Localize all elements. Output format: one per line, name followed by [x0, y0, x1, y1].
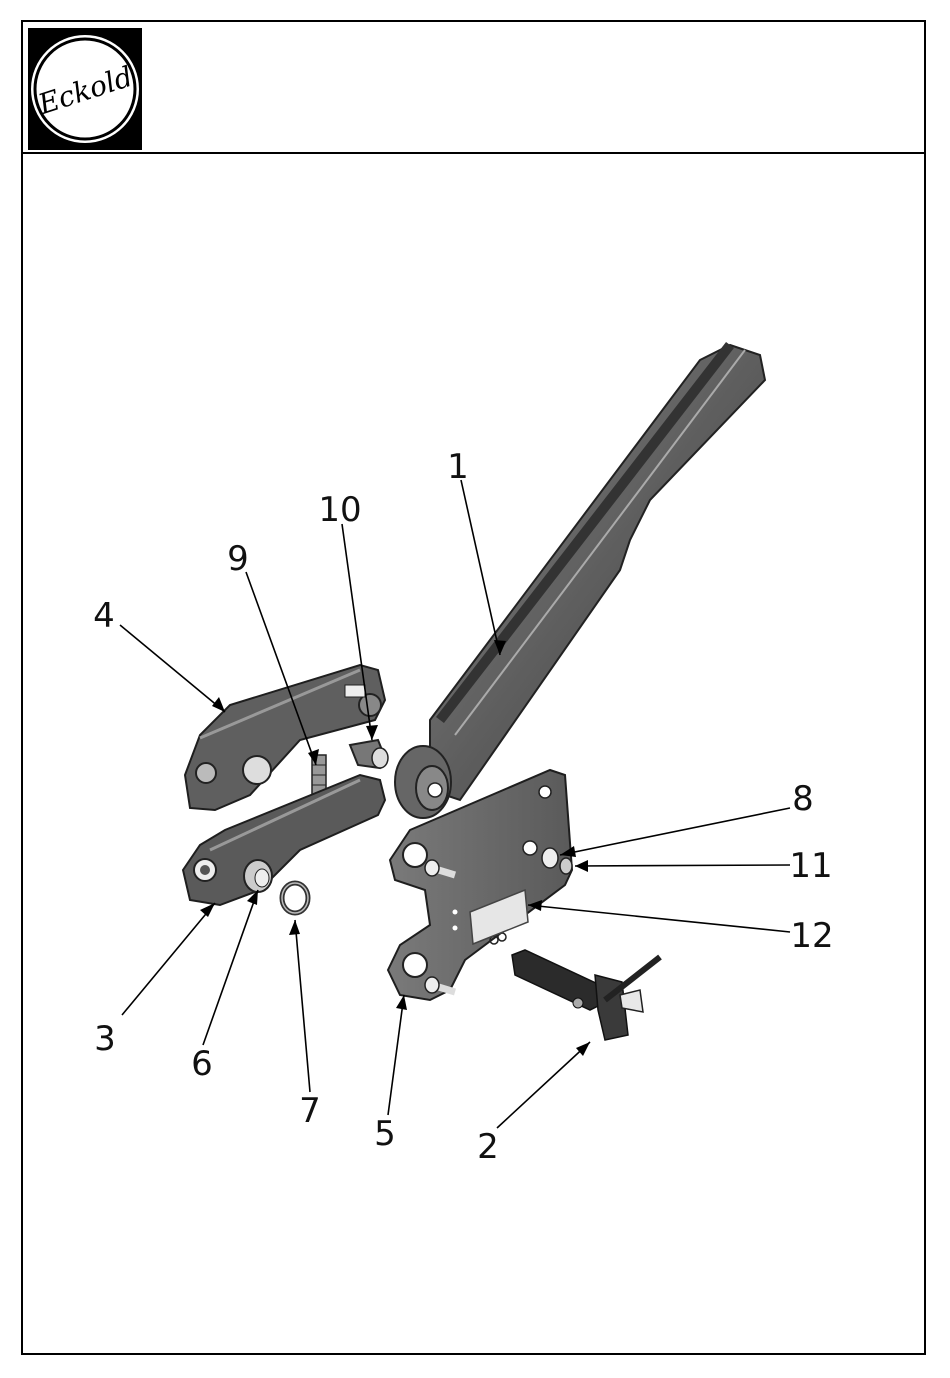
callout-1: 1: [447, 447, 469, 487]
callout-5: 5: [374, 1114, 396, 1154]
part-10-pin: [350, 740, 388, 768]
part-11-nut: [560, 858, 572, 874]
callout-7: 7: [299, 1091, 321, 1131]
callout-11: 11: [789, 846, 832, 886]
callout-8: 8: [792, 779, 814, 819]
callout-2: 2: [477, 1127, 499, 1167]
callout-4: 4: [93, 596, 115, 636]
part-6-bolt: [244, 860, 272, 892]
callout-9: 9: [227, 539, 249, 579]
part-7-washer: [282, 883, 308, 913]
callout-6: 6: [191, 1044, 213, 1084]
part-8-bolt: [542, 848, 558, 868]
callout-3: 3: [94, 1019, 116, 1059]
part-2-depth-stop: [512, 950, 660, 1040]
part-1-handle-arm: [395, 345, 765, 818]
callout-10: 10: [318, 490, 361, 530]
callout-12: 12: [790, 916, 833, 956]
